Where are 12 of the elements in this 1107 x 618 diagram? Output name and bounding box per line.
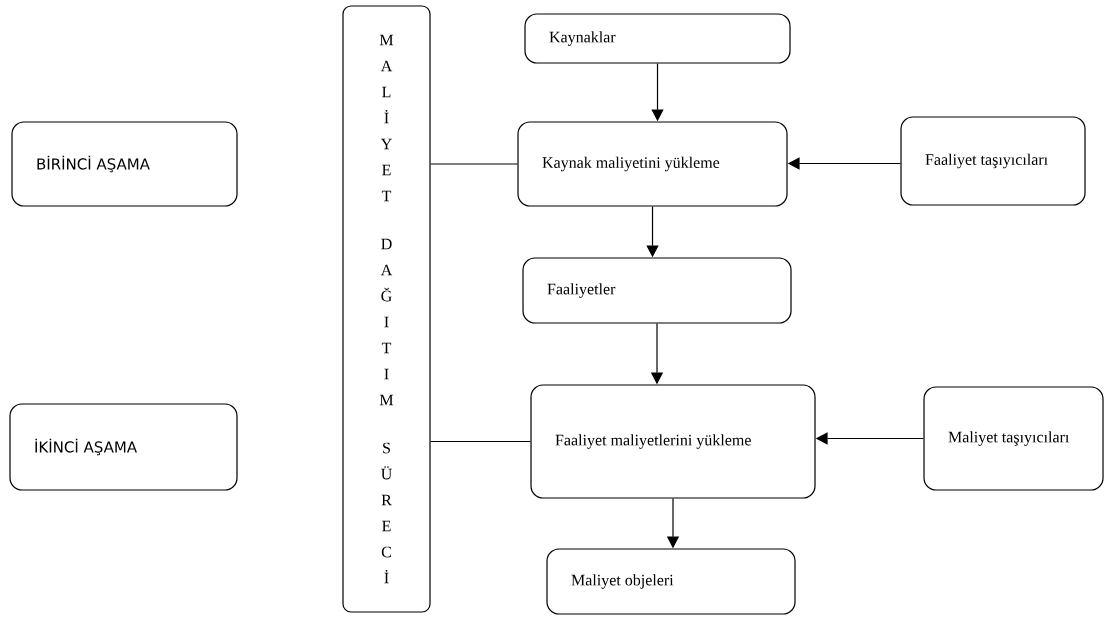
process-bar: MALİYET DAĞITIM SÜRECİ [342, 5, 431, 613]
stage-box: BİRİNCİ AŞAMA [11, 121, 238, 207]
process-box: Faaliyet taşıyıcıları [900, 116, 1086, 206]
process-box: Faaliyet maliyetlerini yükleme [530, 384, 816, 499]
process-box: Kaynaklar [524, 13, 791, 64]
process-box: Kaynak maliyetini yükleme [517, 121, 788, 207]
process-box: Maliyet taşıyıcıları [923, 386, 1104, 491]
stage-box: İKİNCİ AŞAMA [9, 403, 238, 491]
process-box: Maliyet objeleri [546, 548, 796, 615]
process-box: Faaliyetler [522, 257, 792, 324]
connector-line [430, 440, 531, 443]
connector-line [430, 163, 518, 165]
